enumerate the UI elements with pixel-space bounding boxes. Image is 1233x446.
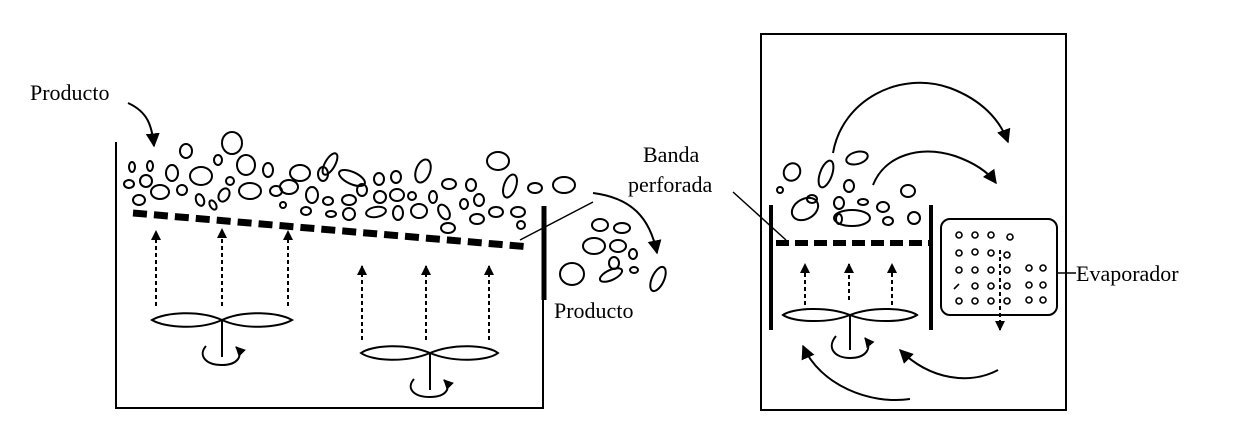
fan-2 bbox=[359, 345, 500, 399]
right-air-flow-arrows bbox=[800, 263, 897, 305]
evaporator-label: Evaporador bbox=[1076, 261, 1179, 286]
fan-3 bbox=[781, 307, 919, 360]
air-circulation-arrows bbox=[801, 81, 1011, 401]
evaporator-tubes bbox=[953, 231, 1047, 305]
fan-1 bbox=[150, 312, 294, 367]
product-inlet-arrow bbox=[127, 102, 160, 148]
product-inlet-label: Producto bbox=[30, 80, 109, 105]
belt-label-line1: Banda bbox=[643, 142, 699, 167]
left-dryer: Producto bbox=[30, 80, 667, 409]
freezer-cabinet bbox=[760, 33, 1067, 411]
right-freezer: Banda perforada bbox=[628, 33, 1179, 411]
belt-label-leader bbox=[732, 191, 787, 241]
belt-label-line2: perforada bbox=[628, 172, 713, 197]
product-pieces-outlet bbox=[559, 218, 667, 293]
left-air-flow-arrows bbox=[151, 228, 494, 340]
product-outlet-label: Producto bbox=[554, 298, 633, 323]
product-pieces-bed bbox=[123, 131, 576, 234]
product-outlet-arrow bbox=[592, 192, 662, 255]
left-perforated-belt bbox=[132, 209, 531, 251]
product-pieces-freezer bbox=[776, 150, 921, 227]
left-tank-wall bbox=[115, 142, 544, 409]
product-outlet-guide bbox=[519, 201, 594, 241]
